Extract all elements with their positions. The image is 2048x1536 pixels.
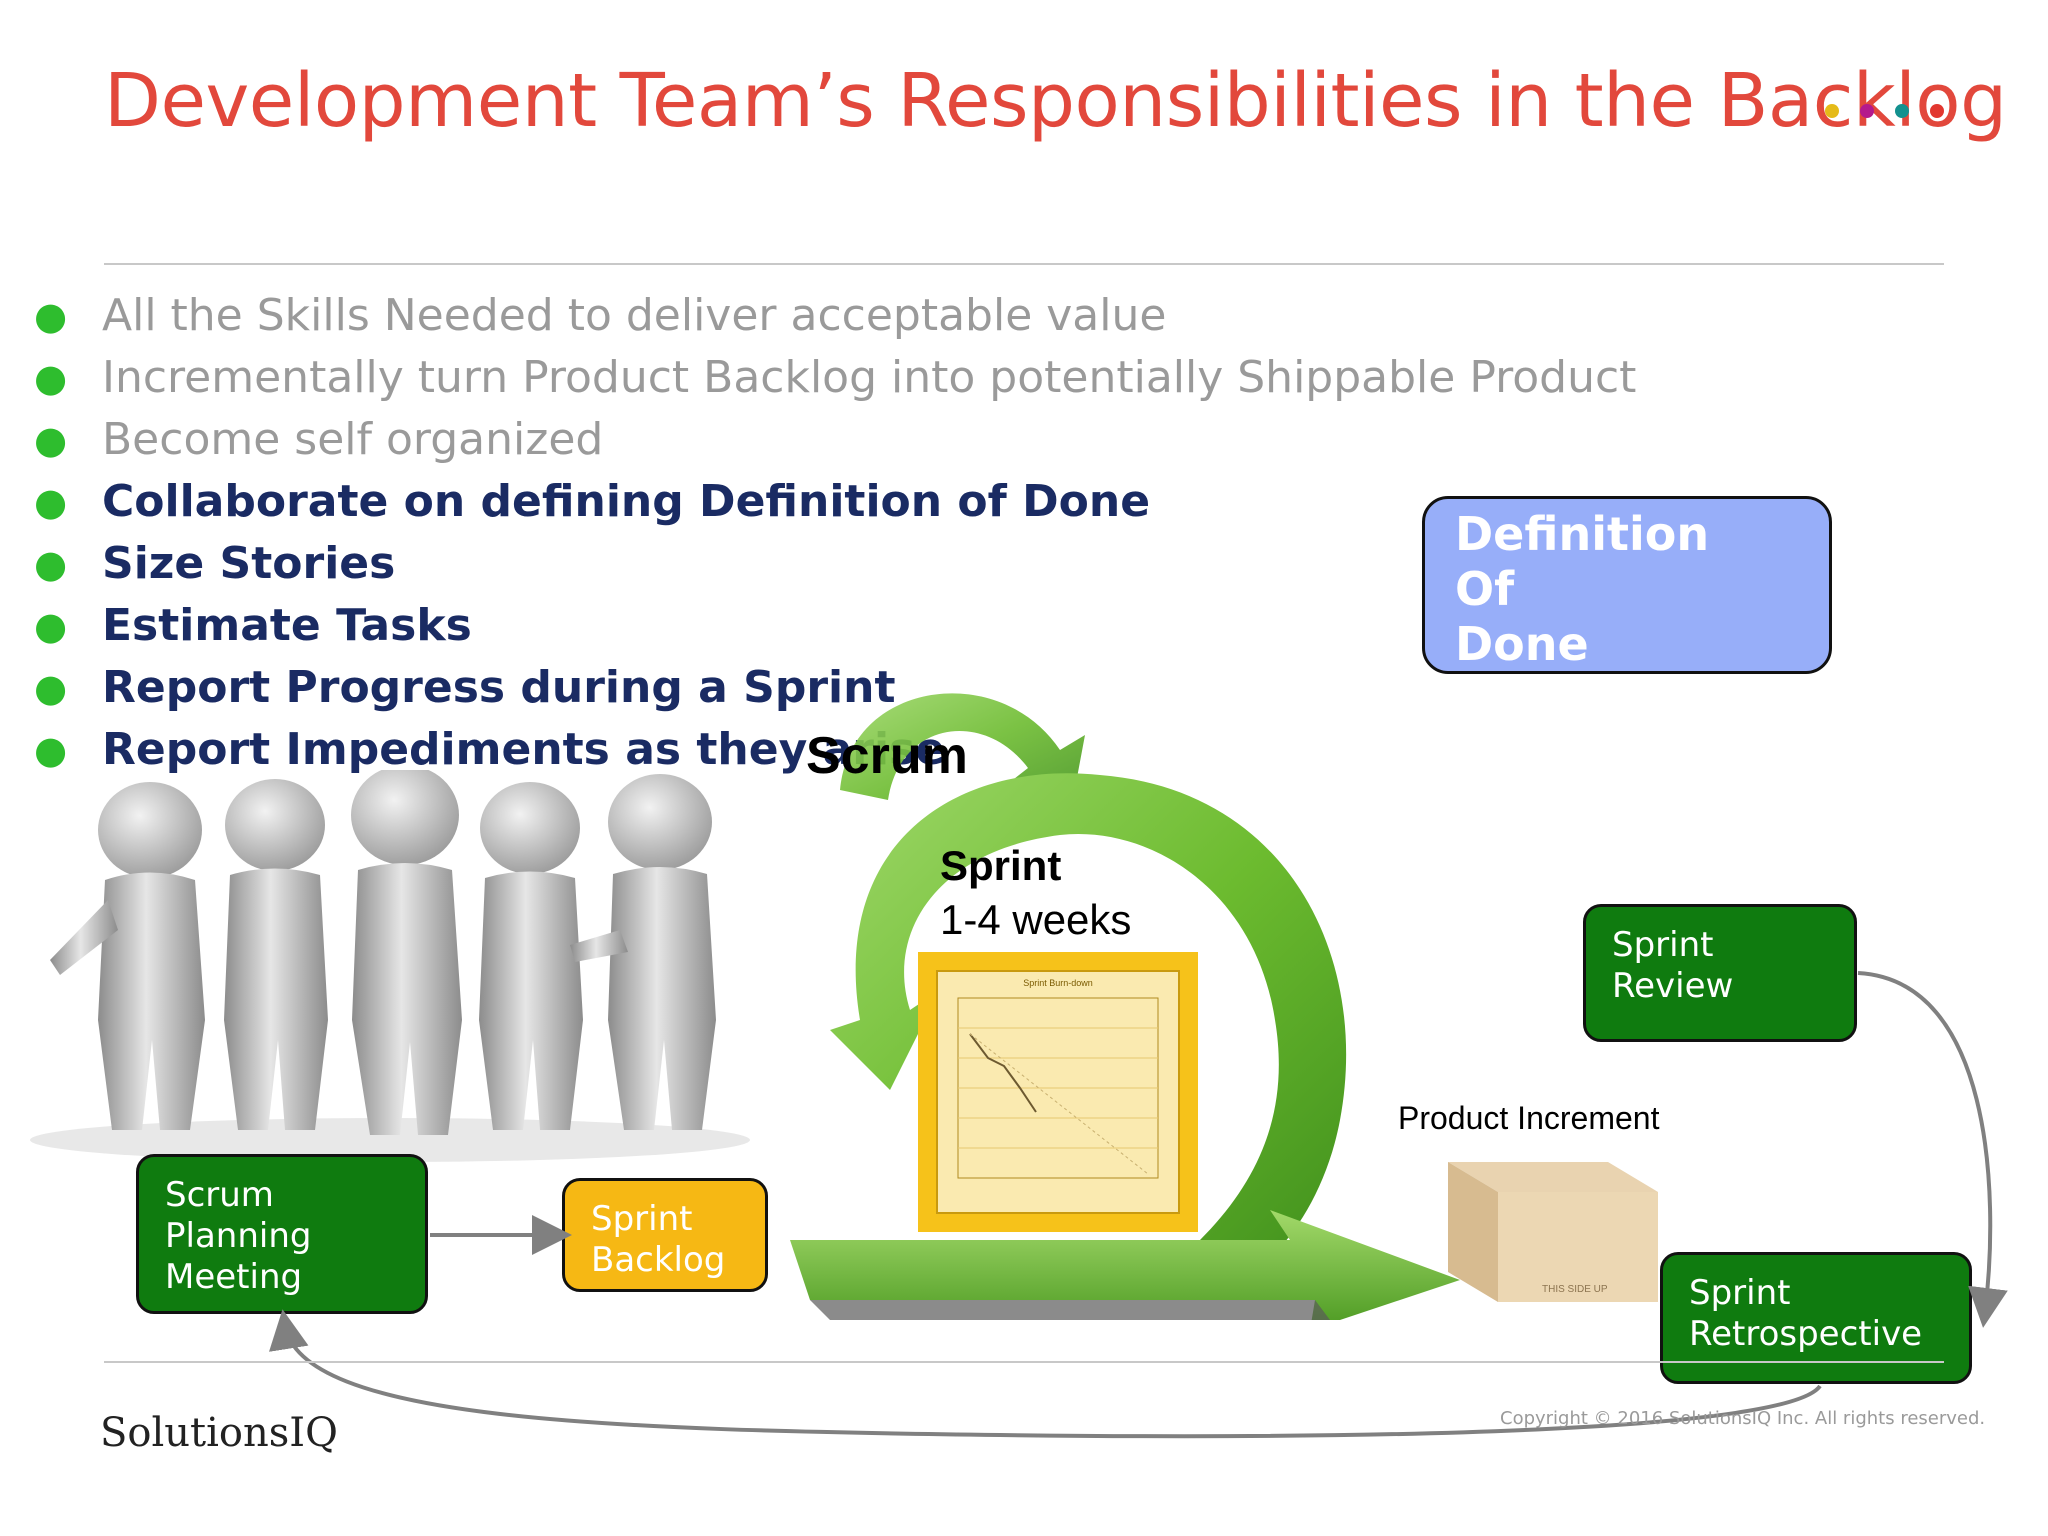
bullet-item: ● Size Stories [34, 533, 1636, 595]
bullet-text: All the Skills Needed to deliver accepta… [102, 290, 1167, 341]
page-title: Development Team’s Responsibilities in t… [104, 58, 2007, 144]
bullet-dot: ● [34, 542, 68, 586]
figure-1 [50, 782, 205, 1130]
retrospective-to-planning-arrow [269, 1309, 1822, 1439]
product-increment-box-illustration: THIS SIDE UP [1448, 1152, 1658, 1302]
bullet-text: Report Progress during a Sprint [102, 662, 896, 713]
scrum-label: Scrum [806, 727, 968, 785]
sprint-backlog-label: Sprint Backlog [591, 1199, 726, 1280]
sprint-retrospective-label: Sprint Retrospective [1689, 1273, 1923, 1354]
footer-divider [104, 1361, 1944, 1363]
solutionsiq-logo: SolutionsIQ [100, 1410, 338, 1456]
title-dot-4 [1930, 104, 1944, 118]
copyright-text: Copyright © 2016 SolutionsIQ Inc. All ri… [1500, 1408, 1986, 1429]
bullet-text: Size Stories [102, 538, 396, 589]
figure-5 [570, 774, 716, 1130]
bullet-item: ● Become self organized [34, 409, 1636, 471]
bullet-dot: ● [34, 728, 68, 772]
sprint-duration: 1-4 weeks [940, 896, 1132, 943]
bullet-text: Collaborate on defining Definition of Do… [102, 476, 1151, 527]
responsibilities-list: ● All the Skills Needed to deliver accept… [34, 285, 1636, 781]
sprint-review-label: Sprint Review [1612, 925, 1734, 1006]
bullet-dot: ● [34, 294, 68, 338]
figure-3 [351, 770, 462, 1135]
burndown-title: Sprint Burn-down [1023, 978, 1093, 988]
box-stamp: THIS SIDE UP [1542, 1284, 1608, 1295]
title-dot-1 [1825, 104, 1839, 118]
sprint-review-box: Sprint Review [1583, 904, 1857, 1042]
burndown-chart-picture: Sprint Burn-down [918, 952, 1198, 1232]
review-to-retrospective-arrow [1857, 971, 2008, 1328]
definition-of-done-label: Definition Of Done [1455, 507, 1710, 671]
bullet-text: Report Impediments as they arise [102, 724, 946, 775]
title-dot-3 [1895, 104, 1909, 118]
title-divider [104, 263, 1944, 265]
team-figures-illustration [30, 770, 750, 1162]
scrum-planning-meeting-box: Scrum Planning Meeting [136, 1154, 428, 1314]
figure-2 [224, 779, 328, 1130]
bullet-item: ● Incrementally turn Product Backlog into… [34, 347, 1636, 409]
bullet-text: Become self organized [102, 414, 604, 465]
bullet-text: Incrementally turn Product Backlog into … [102, 352, 1637, 403]
bullet-item: ● Estimate Tasks [34, 595, 1636, 657]
bullet-item: ● Collaborate on defining Definition of D… [34, 471, 1636, 533]
scrum-planning-meeting-label: Scrum Planning Meeting [165, 1175, 312, 1297]
bullet-item: ● Report Impediments as they arise [34, 719, 1636, 781]
bullet-text: Estimate Tasks [102, 600, 472, 651]
burndown-line-graph [957, 997, 1159, 1179]
definition-of-done-box: Definition Of Done [1422, 496, 1832, 674]
bullet-dot: ● [34, 418, 68, 462]
figure-4 [479, 782, 583, 1130]
cardboard-box-icon [1448, 1162, 1658, 1302]
bullet-dot: ● [34, 356, 68, 400]
product-increment-label: Product Increment [1398, 1100, 1660, 1136]
scrum-cycle-graphic [790, 693, 1460, 1320]
bullet-item: ● Report Progress during a Sprint [34, 657, 1636, 719]
sprint-title: Sprint [940, 842, 1062, 889]
bullet-item: ● All the Skills Needed to deliver accept… [34, 285, 1636, 347]
bullet-dot: ● [34, 666, 68, 710]
bullet-dot: ● [34, 480, 68, 524]
title-dot-2 [1860, 104, 1874, 118]
bullet-dot: ● [34, 604, 68, 648]
base-cycle-arrow [790, 1210, 1460, 1320]
burndown-chart-panel: Sprint Burn-down [936, 970, 1180, 1214]
